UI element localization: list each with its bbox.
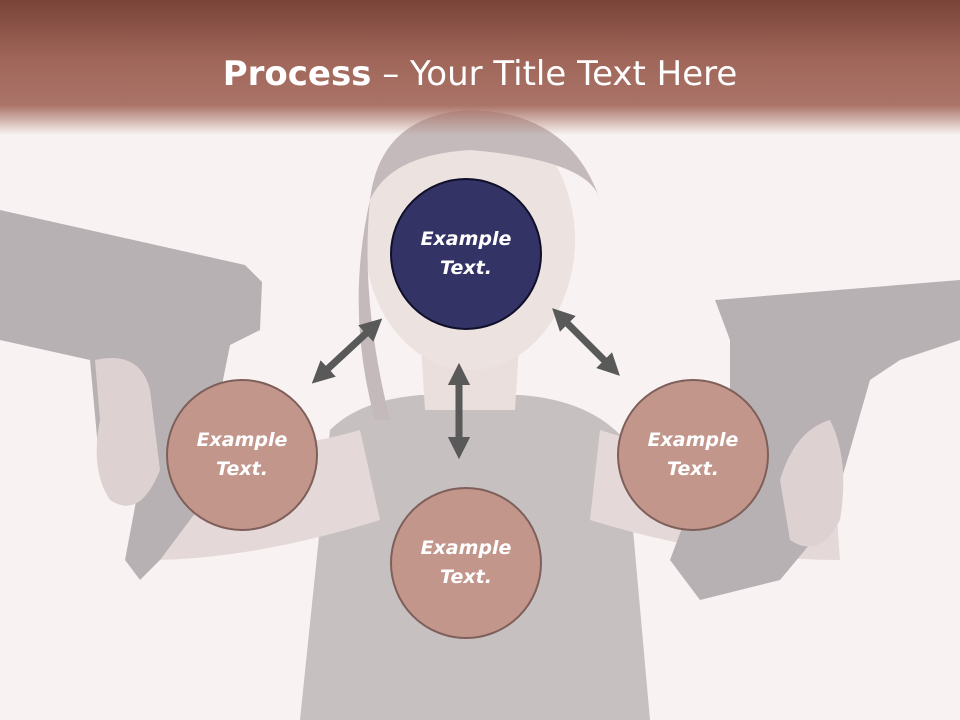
- node-bottom[interactable]: Example Text.: [390, 487, 542, 639]
- node-left-text: Example Text.: [196, 429, 288, 480]
- node-center-text: Example Text.: [420, 228, 512, 279]
- header-band: [0, 0, 960, 135]
- node-bottom-text: Example Text.: [420, 537, 512, 588]
- title-rest: – Your Title Text Here: [371, 54, 738, 94]
- node-left[interactable]: Example Text.: [166, 379, 318, 531]
- arrow-center-right: [552, 308, 620, 376]
- slide-title: Process – Your Title Text Here: [0, 52, 960, 96]
- node-right[interactable]: Example Text.: [617, 379, 769, 531]
- title-bold: Process: [222, 54, 372, 94]
- node-center[interactable]: Example Text.: [390, 178, 542, 330]
- arrow-center-left: [311, 318, 383, 384]
- node-right-text: Example Text.: [647, 429, 739, 480]
